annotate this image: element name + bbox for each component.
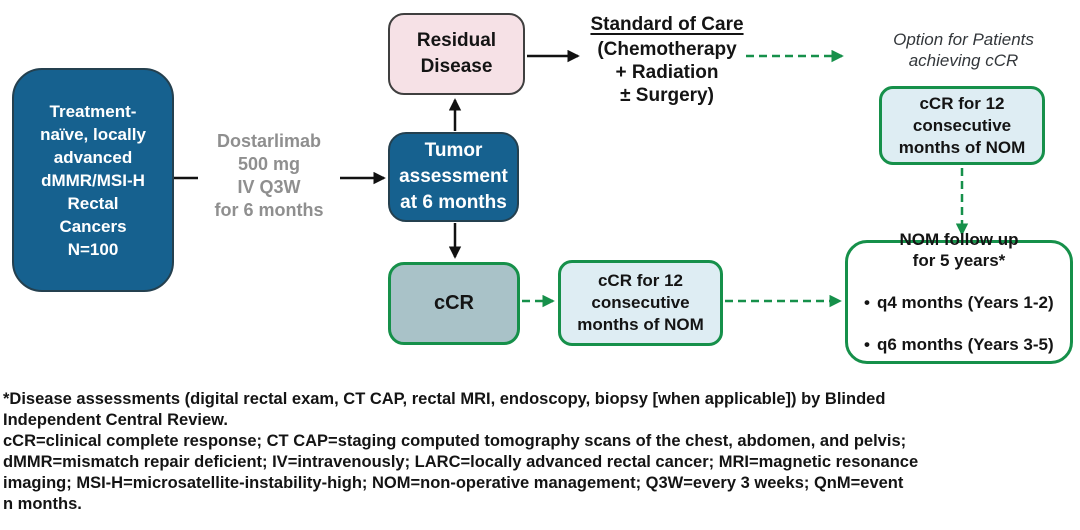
nom-bullet-item: • q4 months (Years 1-2) (864, 292, 1066, 313)
nom-bullet-text: q4 months (Years 1-2) (876, 292, 1054, 312)
nom-bullet-item: • q6 months (Years 3-5) (864, 334, 1066, 355)
standard-of-care-body: (Chemotherapy + Radiation ± Surgery) (597, 39, 737, 106)
tumor-assessment-box: Tumor assessment at 6 months (388, 132, 519, 222)
ccr-12-months-nom-box-top: cCR for 12 consecutive months of NOM (879, 86, 1045, 165)
standard-of-care-title: Standard of Care (590, 14, 744, 35)
standard-of-care-block: Standard of Care (Chemotherapy + Radiati… (572, 13, 762, 107)
nom-follow-up-box: NOM follow up for 5 years* • q4 months (… (845, 230, 1073, 364)
treatment-regimen-label: Dostarlimab 500 mg IV Q3W for 6 months (198, 128, 340, 224)
bullet-marker: • (864, 334, 870, 354)
nom-follow-up-bullets: • q4 months (Years 1-2) • q6 months (Yea… (852, 271, 1066, 376)
patient-population-box: Treatment- naïve, locally advanced dMMR/… (12, 68, 174, 292)
nom-bullet-text: q6 months (Years 3-5) (876, 334, 1054, 354)
ccr-12-months-nom-box-mid: cCR for 12 consecutive months of NOM (558, 260, 723, 346)
ccr-box: cCR (388, 262, 520, 345)
nom-follow-up-title: NOM follow up for 5 years* (899, 229, 1019, 270)
bullet-marker: • (864, 292, 870, 312)
residual-disease-box: Residual Disease (388, 13, 525, 95)
option-for-patients-note: Option for Patients achieving cCR (893, 30, 1034, 70)
abbreviations-footnote: *Disease assessments (digital rectal exa… (3, 390, 919, 513)
